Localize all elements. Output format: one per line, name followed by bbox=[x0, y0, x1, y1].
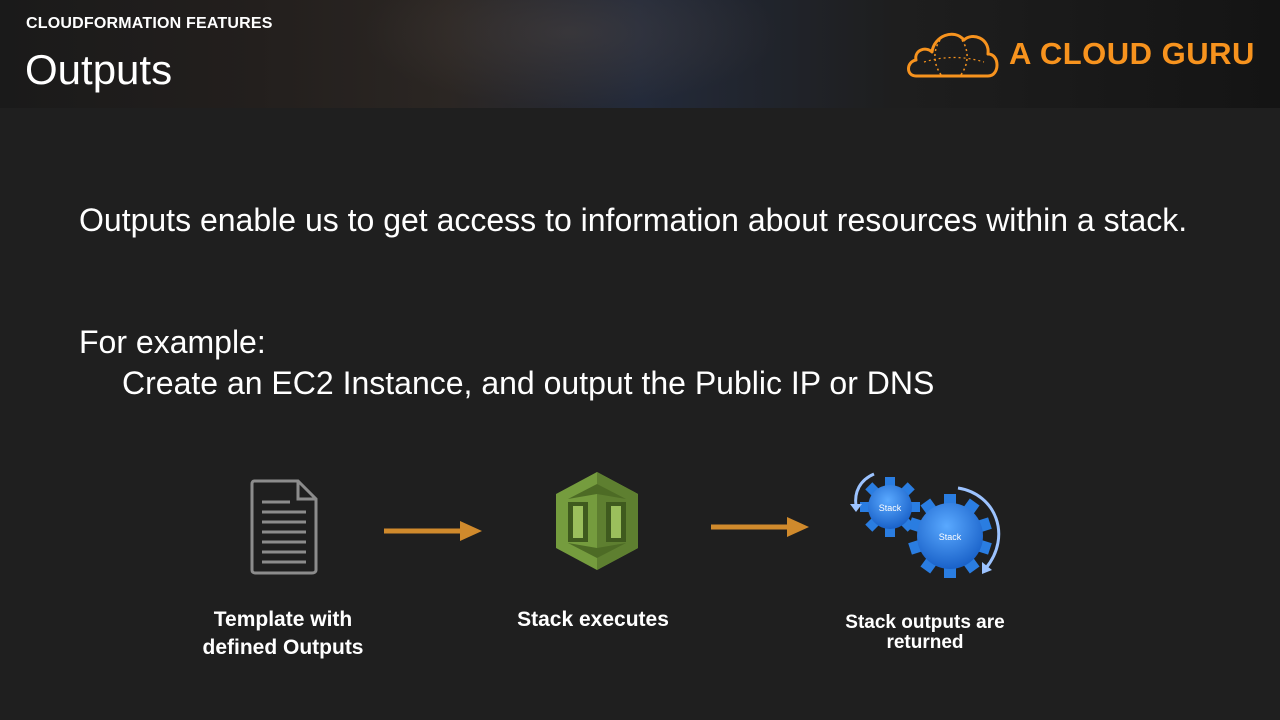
gear-large-label: Stack bbox=[939, 532, 962, 542]
header-photo bbox=[360, 0, 780, 108]
step3-caption-line1: Stack outputs are bbox=[845, 612, 1005, 633]
stack-gears-icon: Stack Stack bbox=[850, 472, 1001, 578]
step3-caption: Stack outputs are returned bbox=[820, 613, 1030, 653]
brand-logo: A CLOUD GURU bbox=[904, 26, 1254, 82]
slide-title: Outputs bbox=[25, 46, 173, 93]
brand-name: A CLOUD GURU bbox=[1009, 36, 1255, 71]
document-icon bbox=[250, 479, 318, 575]
step1-caption-line1: Template with bbox=[213, 608, 353, 631]
cloudformation-icon bbox=[556, 472, 638, 570]
step1-caption: Template with defined Outputs bbox=[182, 606, 384, 662]
step3-caption-line2: returned bbox=[886, 632, 964, 653]
header-banner: CLOUDFORMATION FEATURES Outputs A CLOUD … bbox=[0, 0, 1280, 108]
gear-small-label: Stack bbox=[879, 503, 902, 513]
intro-text: Outputs enable us to get access to infor… bbox=[79, 200, 1229, 241]
example-heading: For example: bbox=[79, 324, 266, 360]
section-kicker: CLOUDFORMATION FEATURES bbox=[26, 15, 273, 32]
step2-caption: Stack executes bbox=[517, 608, 669, 631]
example-item: Create an EC2 Instance, and output the P… bbox=[122, 365, 935, 401]
arrow-right-icon bbox=[711, 517, 809, 537]
arrow-right-icon bbox=[384, 521, 482, 541]
cloud-logo-icon bbox=[907, 32, 999, 78]
intro-paragraph: Outputs enable us to get access to infor… bbox=[79, 202, 1188, 238]
step1-caption-line2: defined Outputs bbox=[202, 636, 364, 659]
